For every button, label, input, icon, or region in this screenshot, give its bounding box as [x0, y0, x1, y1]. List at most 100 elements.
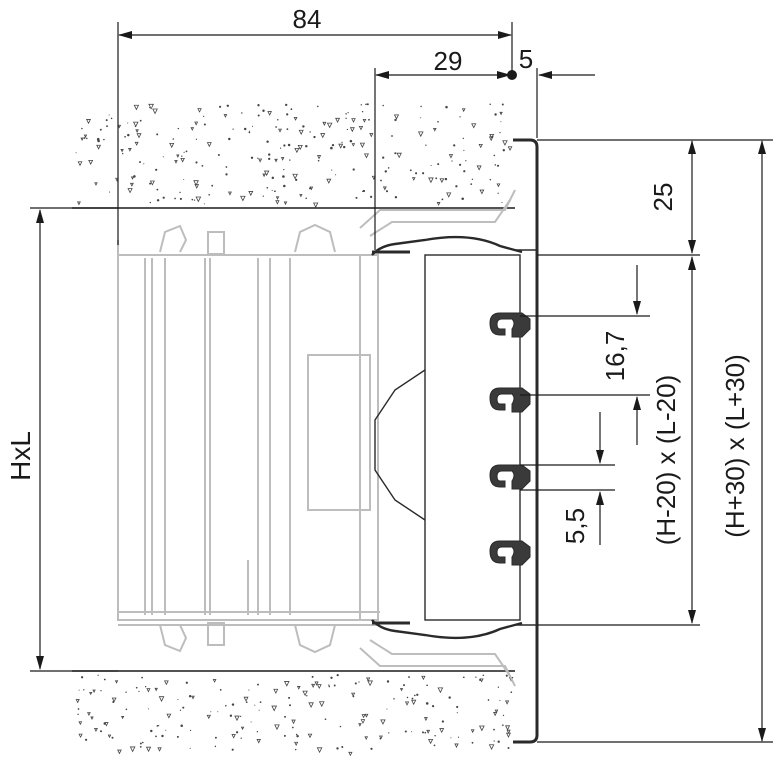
concrete-grain — [149, 201, 151, 204]
concrete-grain — [404, 730, 407, 733]
concrete-grain — [83, 137, 86, 139]
concrete-grain — [287, 143, 291, 147]
concrete-grain — [211, 184, 214, 187]
concrete-grain — [290, 108, 293, 111]
concrete-aggregate — [470, 729, 475, 734]
dim-top-offset: 25 — [648, 183, 678, 212]
concrete-grain — [354, 682, 357, 685]
concrete-grain — [266, 186, 269, 189]
concrete-aggregate — [117, 124, 122, 129]
concrete-grain — [80, 676, 84, 679]
concrete-grain — [165, 729, 167, 731]
concrete-grain — [249, 130, 250, 132]
concrete-grain — [286, 113, 289, 116]
concrete-grain — [461, 197, 464, 201]
concrete-grain — [149, 182, 152, 185]
concrete-aggregate — [349, 127, 355, 133]
concrete-aggregate — [85, 119, 92, 125]
concrete-grain — [235, 731, 239, 734]
concrete-grain — [289, 704, 291, 707]
concrete-aggregate — [314, 681, 319, 686]
concrete-grain — [257, 114, 260, 117]
concrete-grain — [125, 708, 128, 711]
concrete-grain — [127, 122, 129, 124]
concrete-aggregate — [194, 121, 199, 126]
concrete-aggregate — [506, 729, 511, 734]
concrete-grain — [302, 125, 305, 128]
concrete-aggregate — [348, 751, 353, 757]
concrete-aggregate — [78, 733, 83, 739]
concrete-grain — [155, 168, 158, 171]
concrete-grain — [289, 159, 291, 161]
concrete-grain — [499, 700, 501, 702]
concrete-grain — [408, 676, 410, 678]
concrete-grain — [231, 748, 234, 751]
concrete-grain — [78, 689, 80, 691]
concrete-speckle-top — [75, 103, 513, 208]
concrete-grain — [324, 718, 327, 721]
concrete-aggregate — [427, 739, 434, 745]
concrete-grain — [108, 114, 110, 116]
concrete-grain — [494, 164, 497, 166]
concrete-grain — [86, 137, 88, 140]
concrete-grain — [510, 691, 513, 694]
concrete-aggregate — [411, 177, 416, 181]
dim-flange: 5 — [519, 44, 533, 74]
concrete-grain — [394, 152, 397, 155]
concrete-aggregate — [146, 688, 151, 693]
concrete-grain — [75, 152, 77, 154]
concrete-grain — [462, 676, 465, 679]
concrete-grain — [387, 167, 390, 169]
dim-fin-gap: 5,5 — [560, 508, 590, 544]
concrete-grain — [444, 177, 448, 181]
concrete-grain — [471, 741, 474, 744]
concrete-aggregate — [298, 129, 304, 135]
concrete-grain — [125, 691, 127, 693]
concrete-grain — [259, 701, 262, 703]
concrete-grain — [250, 721, 252, 723]
concrete-grain — [158, 725, 160, 727]
concrete-aggregate — [190, 127, 195, 131]
concrete-aggregate — [493, 712, 498, 717]
concrete-grain — [296, 734, 299, 738]
concrete-grain — [127, 133, 130, 137]
concrete-grain — [382, 156, 385, 159]
concrete-grain — [245, 701, 248, 704]
concrete-grain — [83, 689, 85, 691]
concrete-grain — [388, 732, 390, 734]
concrete-grain — [203, 203, 205, 205]
concrete-grain — [139, 119, 142, 122]
concrete-grain — [268, 157, 271, 161]
concrete-grain — [124, 135, 126, 138]
concrete-aggregate — [92, 689, 96, 694]
concrete-aggregate — [504, 725, 511, 731]
concrete-grain — [453, 144, 456, 147]
concrete-grain — [183, 151, 185, 153]
concrete-grain — [502, 149, 505, 152]
concrete-aggregate — [258, 158, 263, 163]
grille-vane — [489, 387, 531, 413]
concrete-grain — [208, 193, 211, 196]
concrete-grain — [415, 172, 418, 175]
concrete-grain — [406, 696, 409, 699]
concrete-aggregate — [195, 196, 202, 203]
concrete-grain — [286, 128, 289, 131]
concrete-grain — [141, 741, 144, 744]
concrete-grain — [496, 164, 500, 167]
concrete-aggregate — [87, 712, 91, 716]
concrete-aggregate — [231, 734, 236, 739]
grille-vane — [489, 464, 531, 490]
dim-overall-depth: 84 — [293, 4, 322, 34]
concrete-grain — [391, 135, 393, 137]
concrete-aggregate — [283, 201, 288, 206]
concrete-grain — [181, 155, 183, 157]
concrete-aggregate — [364, 713, 369, 718]
concrete-grain — [494, 113, 497, 116]
concrete-aggregate — [77, 161, 83, 167]
concrete-aggregate — [494, 709, 499, 714]
concrete-grain — [77, 708, 80, 710]
concrete-grain — [105, 119, 108, 122]
concrete-grain — [141, 676, 143, 679]
concrete-grain — [109, 191, 111, 193]
concrete-aggregate — [326, 178, 332, 184]
